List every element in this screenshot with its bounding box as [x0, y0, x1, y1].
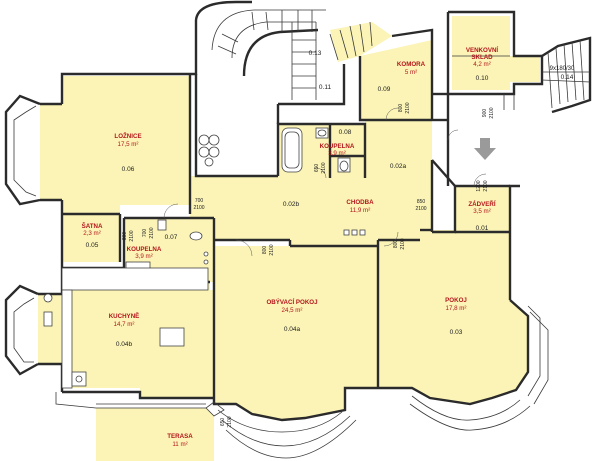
room-name-obyvaci-pokoj: OBÝVACÍ POKOJ — [266, 298, 318, 306]
room-area-koupelna-small: 3,9 m² — [135, 253, 153, 260]
room-code-pokoj: 0.03 — [450, 329, 463, 336]
room-name-chodba: CHODBA — [346, 199, 374, 206]
svg-text:650: 650 — [314, 164, 320, 173]
room-name-kuchyne: KUCHYNĚ — [109, 312, 140, 320]
stair-note: 9x180/30 — [550, 66, 575, 72]
svg-text:2100: 2100 — [400, 238, 406, 249]
room-area-loznice: 17,5 m² — [118, 141, 139, 148]
room-area-zadveri: 3,5 m² — [473, 208, 491, 215]
code-stair-landing: 0.13 — [309, 50, 322, 57]
room-name-terasa: TERASA — [167, 433, 193, 440]
room-code-zadveri: 0.01 — [476, 225, 489, 232]
code-stair: 0.11 — [319, 84, 332, 91]
svg-text:2100: 2100 — [415, 206, 426, 212]
svg-text:700: 700 — [142, 229, 148, 238]
svg-text:700: 700 — [195, 198, 204, 204]
room-code-obyvaci-pokoj: 0.04a — [284, 326, 301, 333]
room-area-pokoj: 17,8 m² — [446, 305, 467, 312]
room-code-komora: 0.09 — [378, 86, 391, 93]
room-fills — [38, 16, 540, 461]
svg-text:2100: 2100 — [483, 180, 489, 191]
svg-text:2100: 2100 — [321, 162, 327, 173]
room-name-koupelna-small: KOUPELNA — [127, 246, 162, 253]
room-area-kuchyne: 14,7 m² — [114, 321, 135, 328]
svg-text:2100: 2100 — [227, 416, 233, 427]
svg-text:800: 800 — [122, 232, 128, 241]
room-area-komora: 5 m² — [405, 69, 417, 76]
room-name-loznice: LOŽNICE — [114, 132, 141, 140]
svg-text:850: 850 — [417, 199, 426, 205]
room-code-chodba-b: 0.02b — [283, 201, 300, 208]
svg-text:800: 800 — [393, 240, 399, 249]
svg-text:2100: 2100 — [269, 244, 275, 255]
room-area-chodba: 11,9 m² — [350, 207, 371, 214]
room-area-obyvaci-pokoj: 24,5 m² — [282, 307, 303, 314]
room-area-koupelna-upper: 3,9 m² — [328, 150, 346, 157]
room-code-venkovni-sklad: 0.10 — [476, 75, 489, 82]
svg-text:1200: 1200 — [476, 180, 482, 191]
entrance-arrow-icon — [474, 138, 496, 160]
room-area-venkovni-sklad: 4,2 m² — [473, 61, 491, 68]
room-code-koupelna-small: 0.07 — [165, 234, 178, 241]
room-code-satna: 0.05 — [86, 242, 99, 249]
room-area-satna: 2,3 m² — [83, 230, 101, 237]
code-entry-steps: 0.14 — [561, 74, 574, 81]
svg-text:800: 800 — [262, 246, 268, 255]
room-code-chodba-a: 0.02a — [390, 163, 407, 170]
svg-text:2100: 2100 — [489, 107, 495, 118]
svg-text:2100: 2100 — [193, 205, 204, 211]
svg-text:2100: 2100 — [129, 230, 135, 241]
room-name-satna: ŠATNA — [82, 222, 103, 230]
svg-text:2100: 2100 — [405, 102, 411, 113]
room-name-pokoj: POKOJ — [445, 297, 467, 304]
room-name-komora: KOMORA — [397, 61, 426, 68]
svg-text:650: 650 — [220, 418, 226, 427]
svg-text:800: 800 — [398, 104, 404, 113]
room-name-zadveri: ZÁDVEŘÍ — [468, 200, 495, 208]
room-name-koupelna-upper: KOUPELNA — [320, 143, 355, 150]
room-area-terasa: 11 m² — [172, 441, 187, 448]
room-code-kuchyne: 0.04b — [116, 341, 133, 348]
svg-text:2100: 2100 — [149, 227, 155, 238]
room-code-koupelna-upper: 0.08 — [339, 129, 352, 136]
fixtures — [43, 107, 487, 389]
room-code-loznice: 0.06 — [122, 166, 135, 173]
labels: LOŽNICE 17,5 m² 0.06 ŠATNA 2,3 m² 0.05 K… — [82, 46, 575, 448]
svg-text:900: 900 — [482, 109, 488, 118]
